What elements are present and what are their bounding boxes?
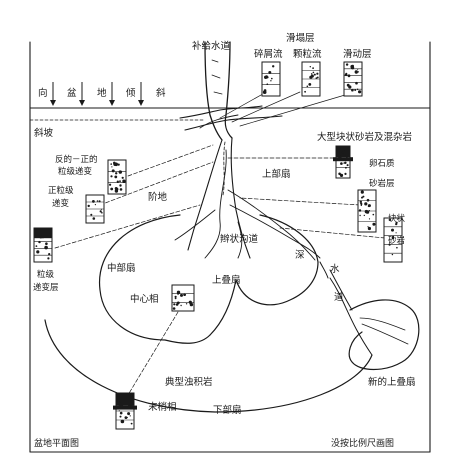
- column-normal-graded: [85, 194, 105, 224]
- label-classic-turbidite: 典型浊积岩: [165, 376, 213, 388]
- column-grain-flow: [301, 61, 321, 97]
- column-debris-flow: [261, 61, 281, 97]
- label-graded-bed-1: 粒级: [37, 269, 55, 280]
- arrow-down-icon: [138, 82, 144, 106]
- labels: 补给水道 滑塌层 碎屑流 颗粒流 滑动层 向 盆 地 倾 斜 斜坡 反的－正的 …: [33, 33, 416, 449]
- basin-direction-char-3: 地: [97, 87, 107, 99]
- label-water: 水: [330, 263, 340, 275]
- label-normal-grading-2: 递变: [52, 198, 70, 209]
- column-slide-layer: [343, 61, 363, 97]
- label-new-suprafan: 新的上叠扇: [368, 376, 416, 388]
- basin-direction-char-5: 斜: [156, 87, 166, 99]
- label-reverse-normal-grading-1: 反的－正的: [55, 154, 98, 165]
- column-fringe-facies: [113, 392, 137, 430]
- label-fringe-facies: 末梢相: [148, 401, 177, 413]
- label-debris-flow: 碎屑流: [254, 48, 283, 60]
- label-mid-fan: 中部扇: [107, 262, 136, 274]
- column-reverse-normal: [107, 159, 127, 195]
- label-massive-sand-1: 块状: [388, 213, 406, 224]
- basin-direction-char-2: 盆: [67, 87, 77, 99]
- column-massive-sandstone: [333, 145, 353, 179]
- label-slide-layer: 滑动层: [343, 49, 372, 60]
- deep-water-channel: [319, 261, 353, 311]
- caption-not-to-scale: 没按比例尺画图: [331, 437, 394, 449]
- label-massive-sandstone: 大型块状砂岩及混杂岩: [317, 131, 412, 143]
- feeder-channel: [179, 41, 283, 141]
- figure-frame: [29, 41, 431, 453]
- label-graded-bed-2: 递变层: [33, 282, 59, 293]
- label-normal-grading-1: 正粒级: [48, 185, 74, 196]
- basin-direction-char-4: 倾: [126, 87, 136, 99]
- label-terrace: 阶地: [148, 191, 168, 203]
- label-channel: 道: [334, 291, 344, 303]
- column-central-facies: [171, 284, 195, 312]
- rock-columns: [33, 61, 403, 430]
- label-slump-layer: 滑塌层: [286, 33, 315, 44]
- label-upper-suprafan: 上叠扇: [212, 274, 241, 286]
- label-central-facies: 中心相: [130, 293, 159, 305]
- label-braided-channels: 辫状沟道: [220, 233, 259, 245]
- arrow-down-icon: [79, 82, 85, 106]
- label-grain-flow: 颗粒流: [293, 48, 322, 60]
- label-reverse-normal-grading-2: 粒级递变: [58, 166, 93, 177]
- caption-plan-view: 盆地平面图: [34, 437, 79, 449]
- arrow-down-icon: [109, 82, 115, 106]
- slope-band: [29, 107, 431, 121]
- label-massive-sand-2: 砂岩: [388, 235, 406, 246]
- label-slope: 斜坡: [34, 127, 54, 139]
- leader-lines: [54, 89, 386, 396]
- column-massive-sand: [383, 217, 403, 263]
- label-feeder-channel: 补给水道: [192, 40, 231, 52]
- new-suprafan-lobe: [348, 299, 420, 371]
- label-upper-fan: 上部扇: [262, 168, 291, 180]
- basin-direction-char-1: 向: [38, 87, 48, 99]
- basin-slope-arrows: [50, 82, 144, 106]
- label-lower-fan: 下部扇: [213, 404, 242, 416]
- arrow-down-icon: [50, 82, 56, 106]
- label-pebbly-sandstone-2: 砂岩层: [369, 178, 395, 189]
- column-pebbly-sandstone: [357, 189, 377, 233]
- column-graded-bed: [33, 227, 53, 263]
- label-pebbly-sandstone-1: 卵石质: [369, 158, 395, 169]
- label-deep: 深: [295, 250, 305, 261]
